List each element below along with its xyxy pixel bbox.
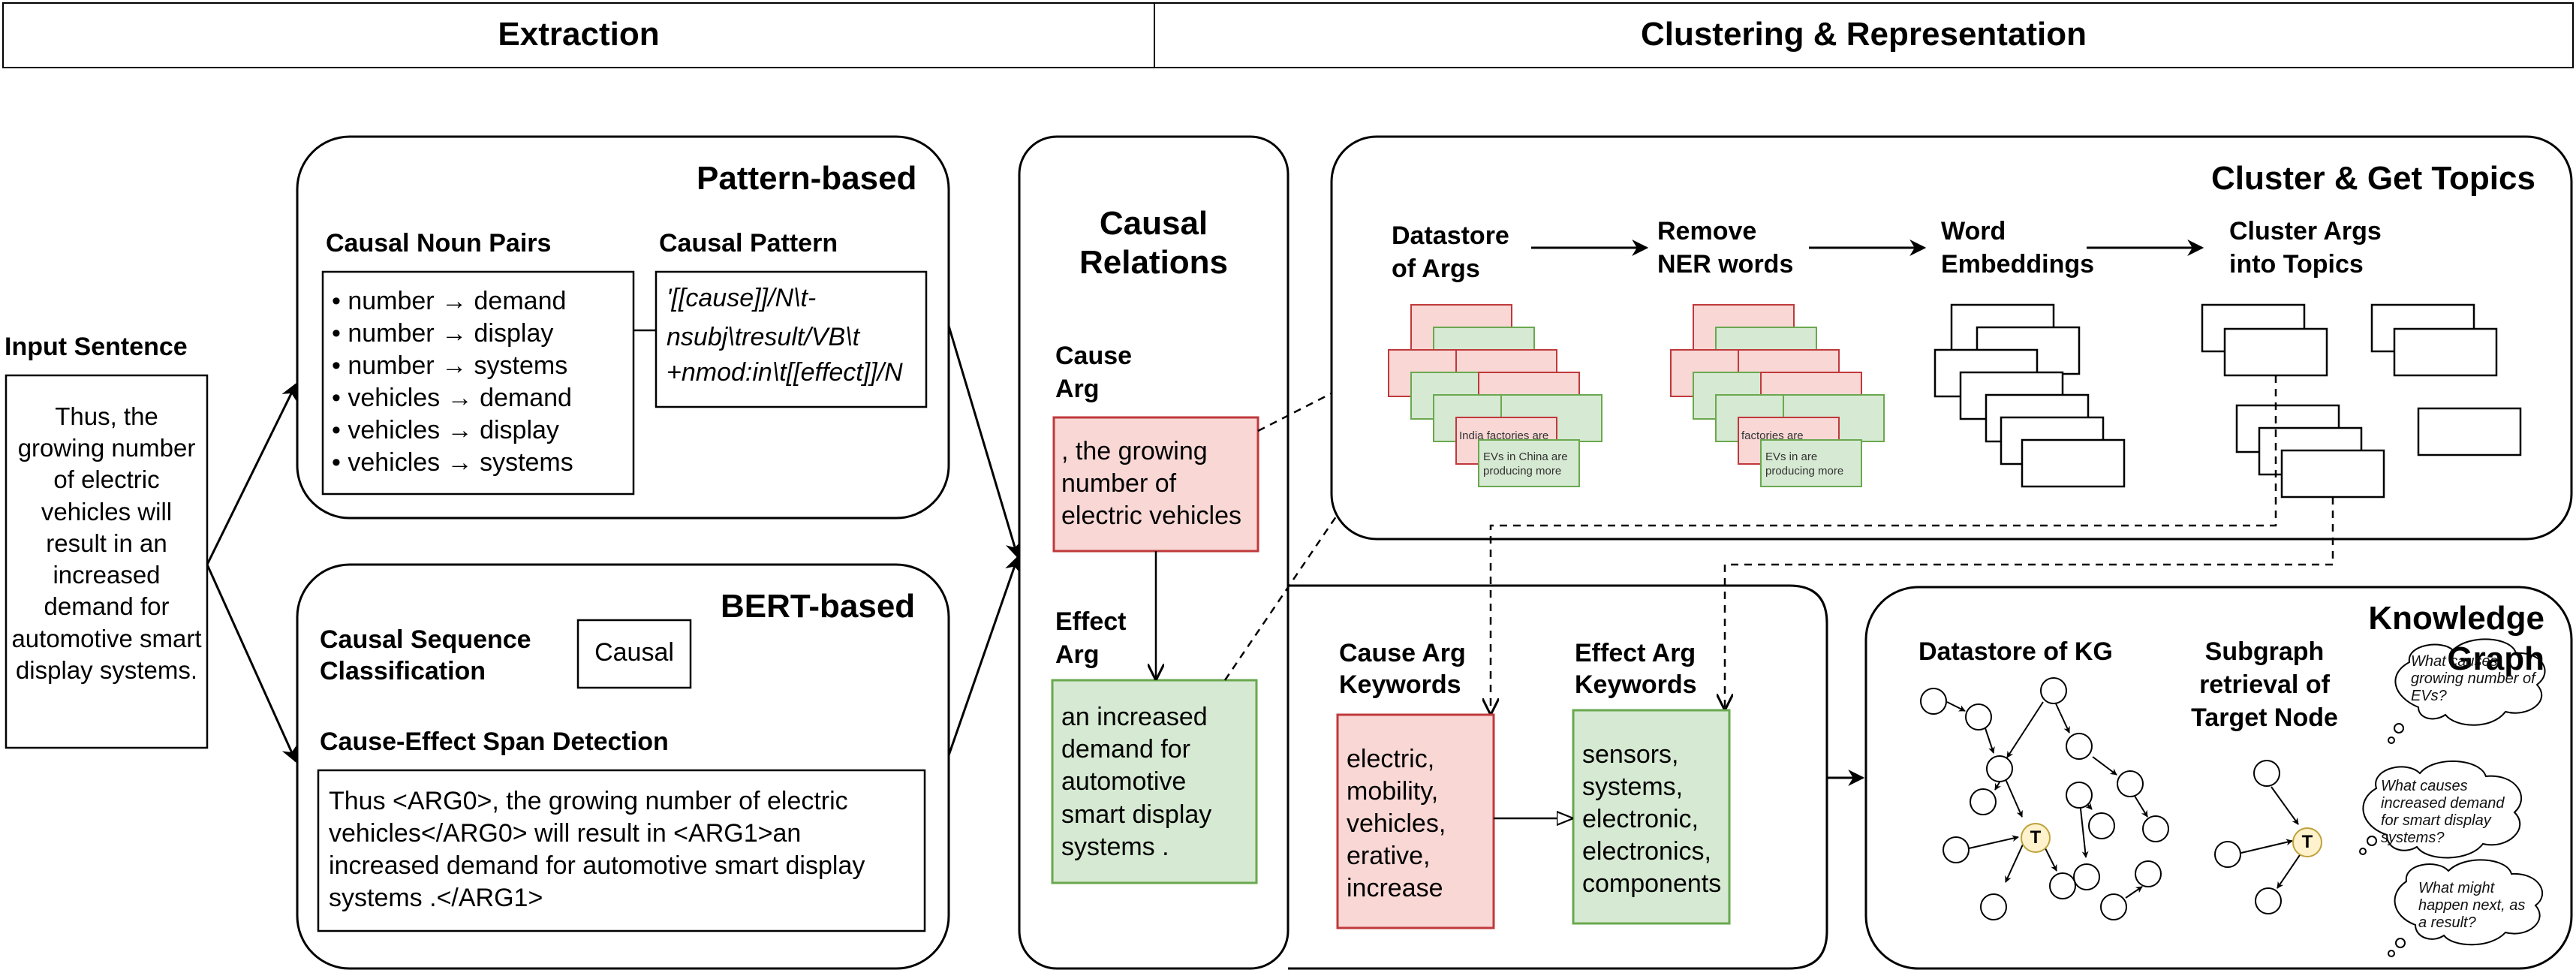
input-sentence-box [5, 374, 209, 749]
effect-arg-text: an increased demand for automotive smart… [1061, 703, 1212, 861]
noun-pair-item: • vehicles → systems [332, 448, 573, 477]
relations-title: Causal [1099, 205, 1208, 242]
dashed-topic-to-effect-keywords [1725, 497, 2334, 709]
step-label: Word [1941, 217, 2006, 246]
step-label: of Args [1392, 255, 1480, 283]
subgraph-label: retrieval of [2199, 670, 2330, 699]
span-detection-line: Thus <ARG0>, the growing number of elect… [329, 787, 848, 815]
cause-keywords-box [1336, 713, 1495, 929]
input-sentence-text: Thus, the growing number of electric veh… [11, 402, 202, 684]
noun-pair-item: • number → demand [332, 287, 567, 315]
embedding-cards [1934, 303, 2126, 488]
question-text: What causes growing number of EVs? [2411, 653, 2535, 704]
effect-keywords-label: Effect Arg [1575, 639, 1696, 667]
arrow-effect-to-datastore [1223, 404, 1413, 681]
topic-clusters [2201, 303, 2522, 499]
kg-datastore-label: Datastore of KG [1918, 637, 2113, 666]
datastore-cards [1388, 304, 1602, 487]
question-text: What might happen next, as a result? [2418, 880, 2526, 931]
effect-keyword: components [1582, 869, 1722, 898]
step-label: into Topics [2229, 250, 2364, 279]
step-label: Remove [1657, 217, 1757, 246]
extraction-header: Extraction [498, 16, 660, 53]
cause-keyword: erative, [1347, 842, 1431, 870]
causal-pattern-line: +nmod:in\t[[effect]]/N [667, 358, 903, 387]
kg-nodes [1920, 677, 2169, 920]
cause-keywords-label: Keywords [1339, 670, 1461, 699]
noun-pair-item: • vehicles → demand [332, 384, 572, 412]
effect-arg-label: Effect [1055, 607, 1127, 636]
span-detection-line: increased demand for automotive smart di… [329, 851, 865, 880]
span-detection-line: systems .</ARG1> [329, 884, 543, 912]
effect-keyword: electronics, [1582, 837, 1711, 866]
causal-pattern-line: '[[cause]]/N\t- [667, 284, 817, 312]
arrow-bert-to-relations [947, 555, 1021, 756]
span-detection-line: vehicles</ARG0> will result in <ARG1>an [329, 819, 802, 848]
effect-arg-label: Arg [1055, 640, 1100, 669]
effect-keyword: electronic, [1582, 805, 1699, 833]
cause-keyword: increase [1347, 874, 1443, 902]
effect-keywords-label: Keywords [1575, 670, 1697, 699]
cause-arg-box [1052, 416, 1259, 553]
input-sentence-label: Input Sentence [5, 333, 188, 361]
step-label: Embeddings [1941, 250, 2095, 279]
subgraph-label: Subgraph [2204, 637, 2325, 666]
span-detection-box [317, 769, 926, 932]
step-label: Cluster Args [2229, 217, 2382, 246]
cause-arg-text: , the growing number of electric vehicle… [1061, 437, 1241, 531]
causal-pattern-label: Causal Pattern [659, 229, 838, 258]
cause-keyword: electric, [1347, 745, 1435, 773]
subgraph-nodes [2214, 760, 2322, 914]
target-node-label: T [2301, 832, 2313, 852]
cluster-title: Cluster & Get Topics [2211, 160, 2535, 197]
step-label: NER words [1657, 250, 1794, 279]
sequence-classification-label: Classification [320, 657, 486, 685]
noun-pair-item: • vehicles → display [332, 416, 559, 444]
dashed-topic-to-cause-keywords [1491, 375, 2277, 713]
clustering-header: Clustering & Representation [1640, 16, 2087, 53]
span-detection-label: Cause-Effect Span Detection [320, 727, 669, 756]
causal-label-value: Causal [594, 638, 674, 667]
causal-label-box [576, 619, 692, 689]
kg-title: Knowledge [2368, 600, 2544, 637]
arrow-input-to-pattern [206, 383, 297, 565]
cause-arg-label: Arg [1055, 375, 1100, 403]
kg-title: Graph [2447, 640, 2544, 677]
target-node-label: T [2030, 827, 2042, 848]
causal-pattern-line: nsubj\tresult/VB\t [667, 323, 860, 351]
step-label: Datastore [1392, 221, 1509, 250]
bert-title: BERT-based [721, 588, 916, 625]
cause-arg-label: Cause [1055, 342, 1133, 370]
card-text-green: EVs in are producing more [1765, 450, 1844, 477]
noun-pair-item: • number → systems [332, 351, 568, 380]
causal-pattern-box [655, 270, 928, 408]
cause-keywords-label: Cause Arg [1339, 639, 1466, 667]
pattern-title: Pattern-based [697, 160, 917, 197]
noun-pairs-label: Causal Noun Pairs [326, 229, 552, 258]
arrow-pattern-to-relations [947, 325, 1022, 559]
effect-arg-box [1051, 679, 1258, 884]
subgraph-label: Target Node [2191, 703, 2338, 732]
effect-keyword: systems, [1582, 773, 1684, 801]
relations-title: Relations [1079, 244, 1229, 281]
header-bar [2, 2, 2574, 68]
effect-keywords-box [1572, 709, 1731, 925]
sequence-classification-label: Causal Sequence [320, 625, 531, 654]
noun-pair-item: • number → display [332, 319, 554, 348]
subgraph [2240, 786, 2302, 889]
cause-keyword: vehicles, [1347, 809, 1446, 838]
effect-keyword: sensors, [1582, 740, 1679, 769]
question-text: What causes increased demand for smart d… [2381, 778, 2505, 846]
noun-pairs-box [321, 270, 635, 496]
card-text-red: India factories are [1459, 429, 1549, 442]
cause-keyword: mobility, [1347, 777, 1439, 806]
ner-removed-cards [1670, 304, 1885, 487]
arrow-input-to-bert [206, 564, 297, 764]
question-clouds [2359, 638, 2546, 957]
card-text-green: EVs in China are producing more [1483, 450, 1568, 477]
card-text-red: factories are [1741, 429, 1804, 442]
